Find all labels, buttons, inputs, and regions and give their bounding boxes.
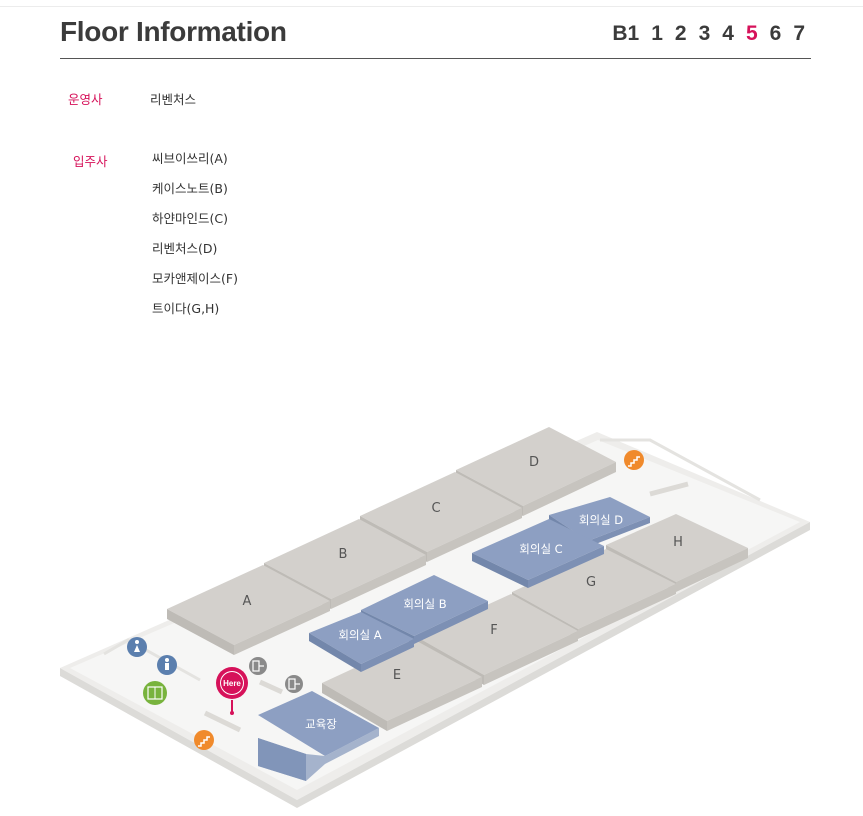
meeting-room-a-label: 회의실 A [338,628,381,642]
floor-2[interactable]: 2 [674,22,687,45]
exit-icon [285,675,303,693]
tenant-item: 하얀마인드(C) [152,211,228,226]
stairs-icon [624,450,644,470]
room-c-label: C [431,501,440,516]
room-e[interactable]: E [322,640,482,731]
operator-label: 운영사 [68,92,103,107]
title-divider [60,58,811,59]
meeting-room-a[interactable]: 회의실 A [309,612,414,672]
room-a[interactable]: A [167,565,330,655]
floor-4[interactable]: 4 [722,22,734,45]
tenant-item: 케이스노트(B) [152,181,228,196]
room-a-label: A [243,594,252,609]
toilet-icon [157,655,177,675]
toilet-icon [127,637,147,657]
floor-6[interactable]: 6 [769,22,782,45]
exit-icon [249,657,267,675]
here-label: Here [223,679,241,688]
education-room[interactable]: 교육장 [258,691,379,781]
tenant-item: 리벤처스(D) [152,241,218,256]
floor-b1[interactable]: B1 [612,22,640,45]
meeting-room-d-label: 회의실 D [579,513,623,527]
floor-7[interactable]: 7 [793,22,805,45]
tenant-item: 모카앤제이스(F) [152,271,238,286]
meeting-room-b-label: 회의실 B [403,597,446,611]
room-e-label: E [393,668,401,683]
elevator-icon [143,681,167,705]
floor-3[interactable]: 3 [698,22,711,45]
room-b-label: B [339,547,348,562]
room-f-label: F [490,623,497,638]
tenant-item: 씨브이쓰리(A) [152,151,228,166]
education-room-label: 교육장 [305,717,337,731]
stairs-icon [194,730,214,750]
floor-map: D C B A H G F E [60,427,810,808]
here-marker: Here [216,667,248,715]
tenants-label: 입주사 [73,154,108,169]
room-g-label: G [586,575,596,590]
floor-5[interactable]: 5 [745,22,758,45]
meeting-room-c-label: 회의실 C [519,542,562,556]
floor-selector: B1 1 2 3 4 5 6 7 [612,22,805,46]
floor-1[interactable]: 1 [651,22,663,45]
room-d-label: D [529,455,539,470]
meeting-room-c[interactable]: 회의실 C [472,519,604,588]
room-h-label: H [673,535,683,550]
tenant-item: 트이다(G,H) [152,301,220,316]
top-divider [0,6,863,7]
tenant-list: 씨브이쓰리(A) 케이스노트(B) 하얀마인드(C) 리벤처스(D) 모카앤제이… [152,151,238,331]
operator-value: 리벤처스 [150,92,197,107]
page-title: Floor Information [60,16,287,47]
